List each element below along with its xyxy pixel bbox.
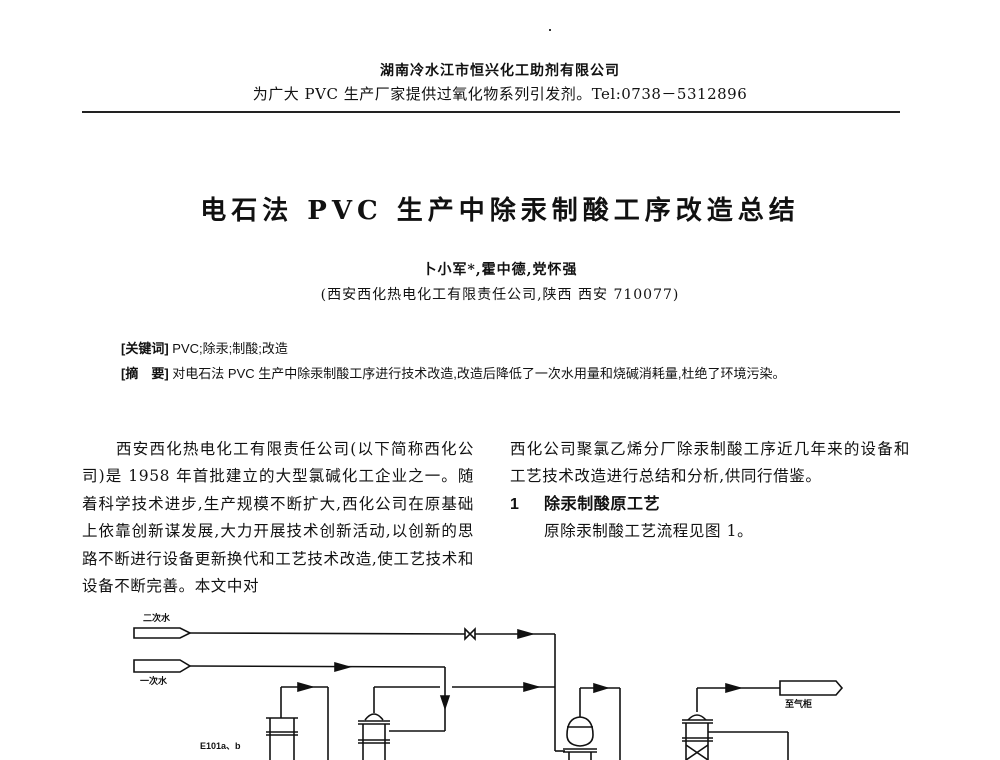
- abstract-label: [摘 要]: [121, 366, 169, 381]
- section-number: 1: [510, 495, 520, 513]
- flow-arrow-icon: [725, 682, 743, 694]
- keywords-label: [关键词]: [121, 341, 169, 356]
- tower-1: [266, 681, 329, 760]
- label-to-gas-holder: 至气柜: [785, 698, 812, 709]
- article-affiliation: (西安西化热电化工有限责任公司,陕西 西安 710077): [320, 287, 680, 303]
- secondary-water-inlet: [133, 627, 555, 641]
- gas-holder-outlet: [779, 680, 844, 696]
- journal-header-advert: 为广大 PVC 生产厂家提供过氧化物系列引发剂。Tel:0738－5312896: [252, 85, 748, 103]
- body-left-column: 西安西化热电化工有限责任公司(以下简称西化公司)是 1958 年首批建立的大型氯…: [82, 440, 474, 596]
- label-secondary-water: 二次水: [143, 612, 171, 623]
- flow-arrow-icon: [517, 628, 535, 640]
- keywords-text: PVC;除汞;制酸;改造: [172, 341, 288, 356]
- flow-arrow-icon: [593, 682, 610, 694]
- tower-4: [682, 680, 844, 760]
- section-title: 除汞制酸原工艺: [544, 495, 661, 513]
- packing-icon: [685, 744, 709, 760]
- label-primary-water: 一次水: [140, 675, 168, 686]
- abstract-text: 对电石法 PVC 生产中除汞制酸工序进行技术改造,改造后降低了一次水用量和烧碱消…: [172, 366, 786, 381]
- body-right-column: 西化公司聚氯乙烯分厂除汞制酸工序近几年来的设备和工艺技术改造进行总结和分析,供同…: [510, 436, 910, 546]
- keywords: [关键词] PVC;除汞;制酸;改造: [121, 338, 288, 357]
- flow-arrow-icon: [297, 681, 315, 693]
- tower-2: [358, 681, 555, 760]
- intro-continuation: 西化公司聚氯乙烯分厂除汞制酸工序近几年来的设备和工艺技术改造进行总结和分析,供同…: [510, 440, 910, 486]
- primary-water-inlet: [133, 659, 451, 732]
- scan-speck: [549, 29, 551, 31]
- abstract: [摘 要] 对电石法 PVC 生产中除汞制酸工序进行技术改造,改造后降低了一次水…: [80, 362, 900, 386]
- article-title: 电石法 PVC 生产中除汞制酸工序改造总结: [200, 196, 800, 226]
- journal-header-company: 湖南冷水江市恒兴化工助剂有限公司: [380, 63, 620, 79]
- valve-icon: [464, 627, 476, 641]
- section-heading: 1 除汞制酸原工艺: [510, 491, 910, 518]
- header-divider: [82, 111, 900, 113]
- article-authors: 卜小军*,霍中德,党怀强: [422, 262, 578, 278]
- section-text: 原除汞制酸工艺流程见图 1。: [544, 522, 754, 541]
- flow-arrow-icon: [334, 661, 352, 673]
- process-flow-diagram: 二次水 一次水 至气柜 E101a、b: [133, 612, 844, 760]
- flow-arrow-icon: [523, 681, 541, 693]
- flow-arrow-down-icon: [439, 695, 451, 711]
- label-equipment-tag: E101a、b: [200, 741, 241, 751]
- tower-3: [563, 682, 621, 760]
